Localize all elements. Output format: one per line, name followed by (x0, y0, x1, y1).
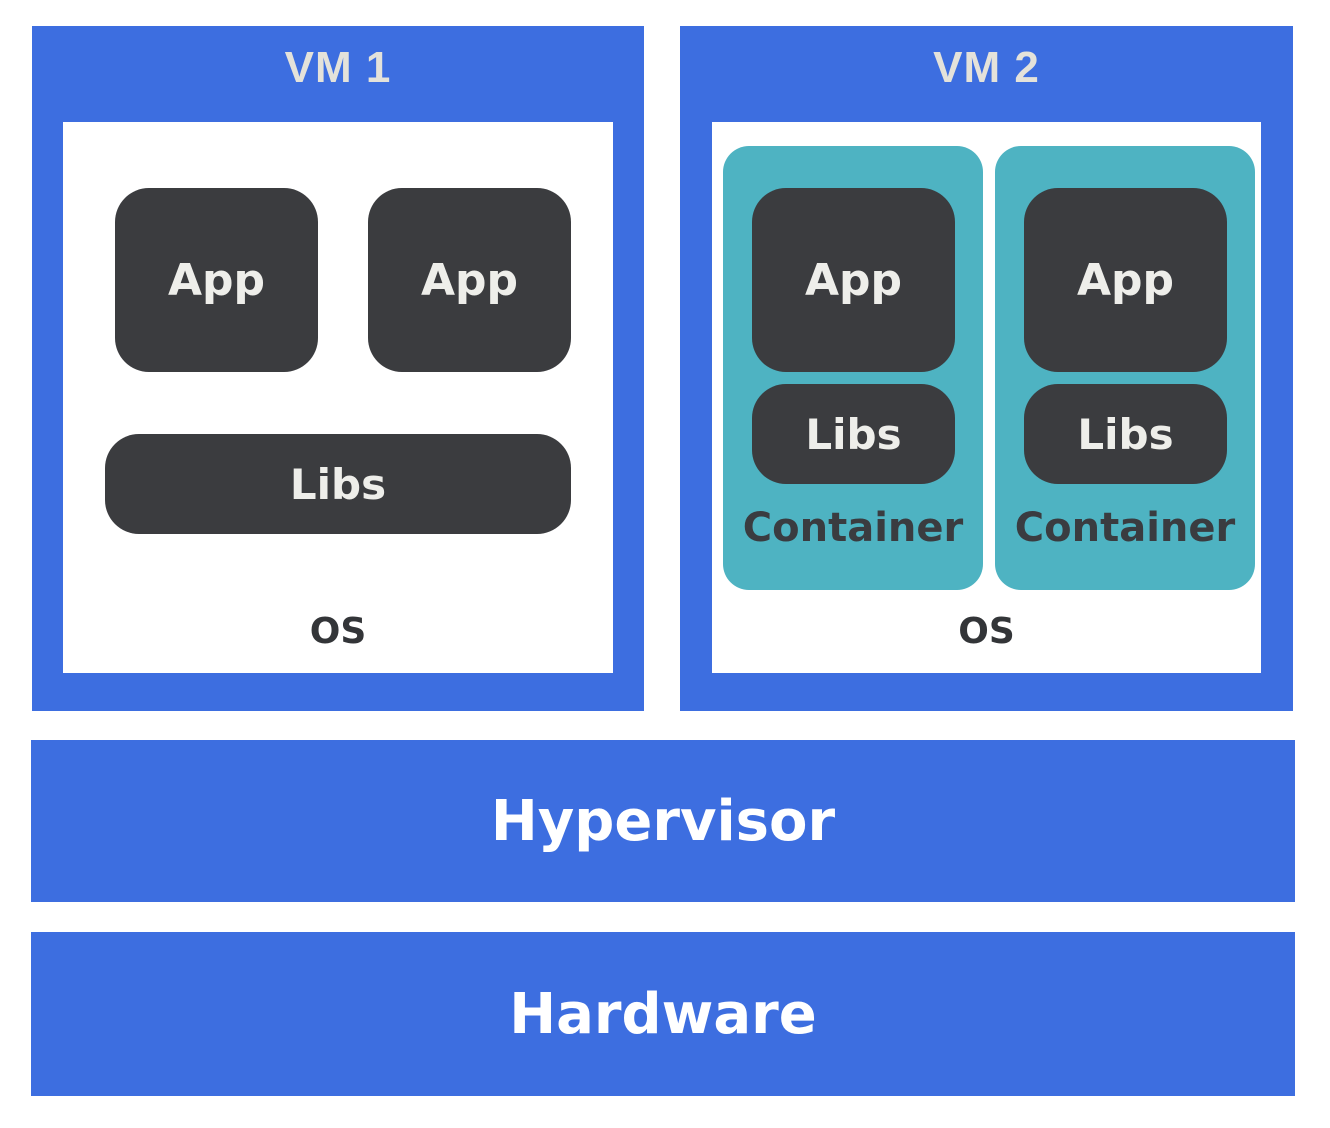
vm1-title: VM 1 (284, 43, 392, 92)
vm1-app-box-1: App (115, 188, 318, 372)
vm1-app-box-2: App (368, 188, 571, 372)
container-2: App Libs Container (995, 146, 1255, 590)
vm1-os-label: OS (309, 610, 367, 652)
vm1-libs-box: Libs (105, 434, 571, 534)
container-2-libs-box: Libs (1024, 384, 1227, 484)
hardware-layer: Hardware (31, 932, 1295, 1096)
vm2-os-panel: App Libs Container App Libs Container OS (712, 122, 1261, 673)
container-2-app-box: App (1024, 188, 1227, 372)
vm2-box: VM 2 App Libs Container App Libs Contain… (680, 26, 1293, 711)
vm1-os-panel: App App Libs OS (63, 122, 613, 673)
container-1-app-box: App (752, 188, 955, 372)
vm2-title: VM 2 (933, 43, 1040, 92)
container-1-label: Container (742, 505, 964, 551)
container-2-label: Container (1014, 505, 1236, 551)
vm2-os-label: OS (958, 610, 1015, 652)
container-1-libs-box: Libs (752, 384, 955, 484)
hypervisor-layer: Hypervisor (31, 740, 1295, 902)
vm1-box: VM 1 App App Libs OS (32, 26, 644, 711)
container-1: App Libs Container (723, 146, 983, 590)
